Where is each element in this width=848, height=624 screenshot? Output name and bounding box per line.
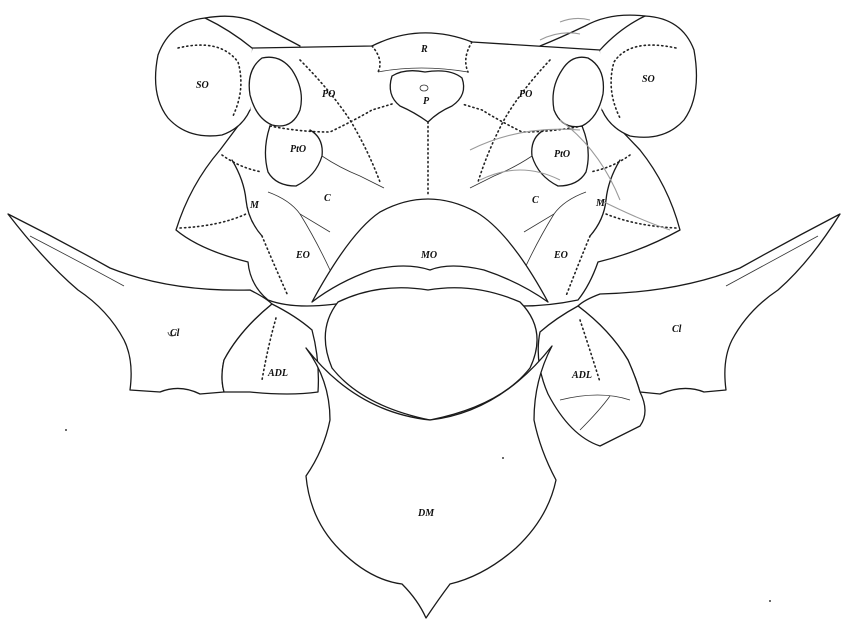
label-dm: DM [417,508,435,519]
label-pto-left: PtO [290,144,306,155]
label-pto-right: PtO [554,149,570,160]
label-so-right: SO [642,74,655,85]
label-p: P [423,96,430,107]
supraorbital-left [156,18,252,136]
label-po-right: PO [519,89,532,100]
label-cl-right: Cl [672,324,682,335]
label-eo-left: EO [295,250,310,261]
label-m-left: M [249,200,260,211]
label-cl-left: Cl [170,328,180,339]
label-c-right: C [532,195,539,206]
label-r: R [420,44,428,55]
label-mo: MO [420,250,437,261]
label-adl-left: ADL [267,368,288,379]
label-po-left: PO [322,89,335,100]
label-so-left: SO [196,80,209,91]
label-m-right: M [595,198,606,209]
label-adl-right: ADL [571,370,592,381]
label-c-left: C [324,193,331,204]
label-eo-right: EO [553,250,568,261]
